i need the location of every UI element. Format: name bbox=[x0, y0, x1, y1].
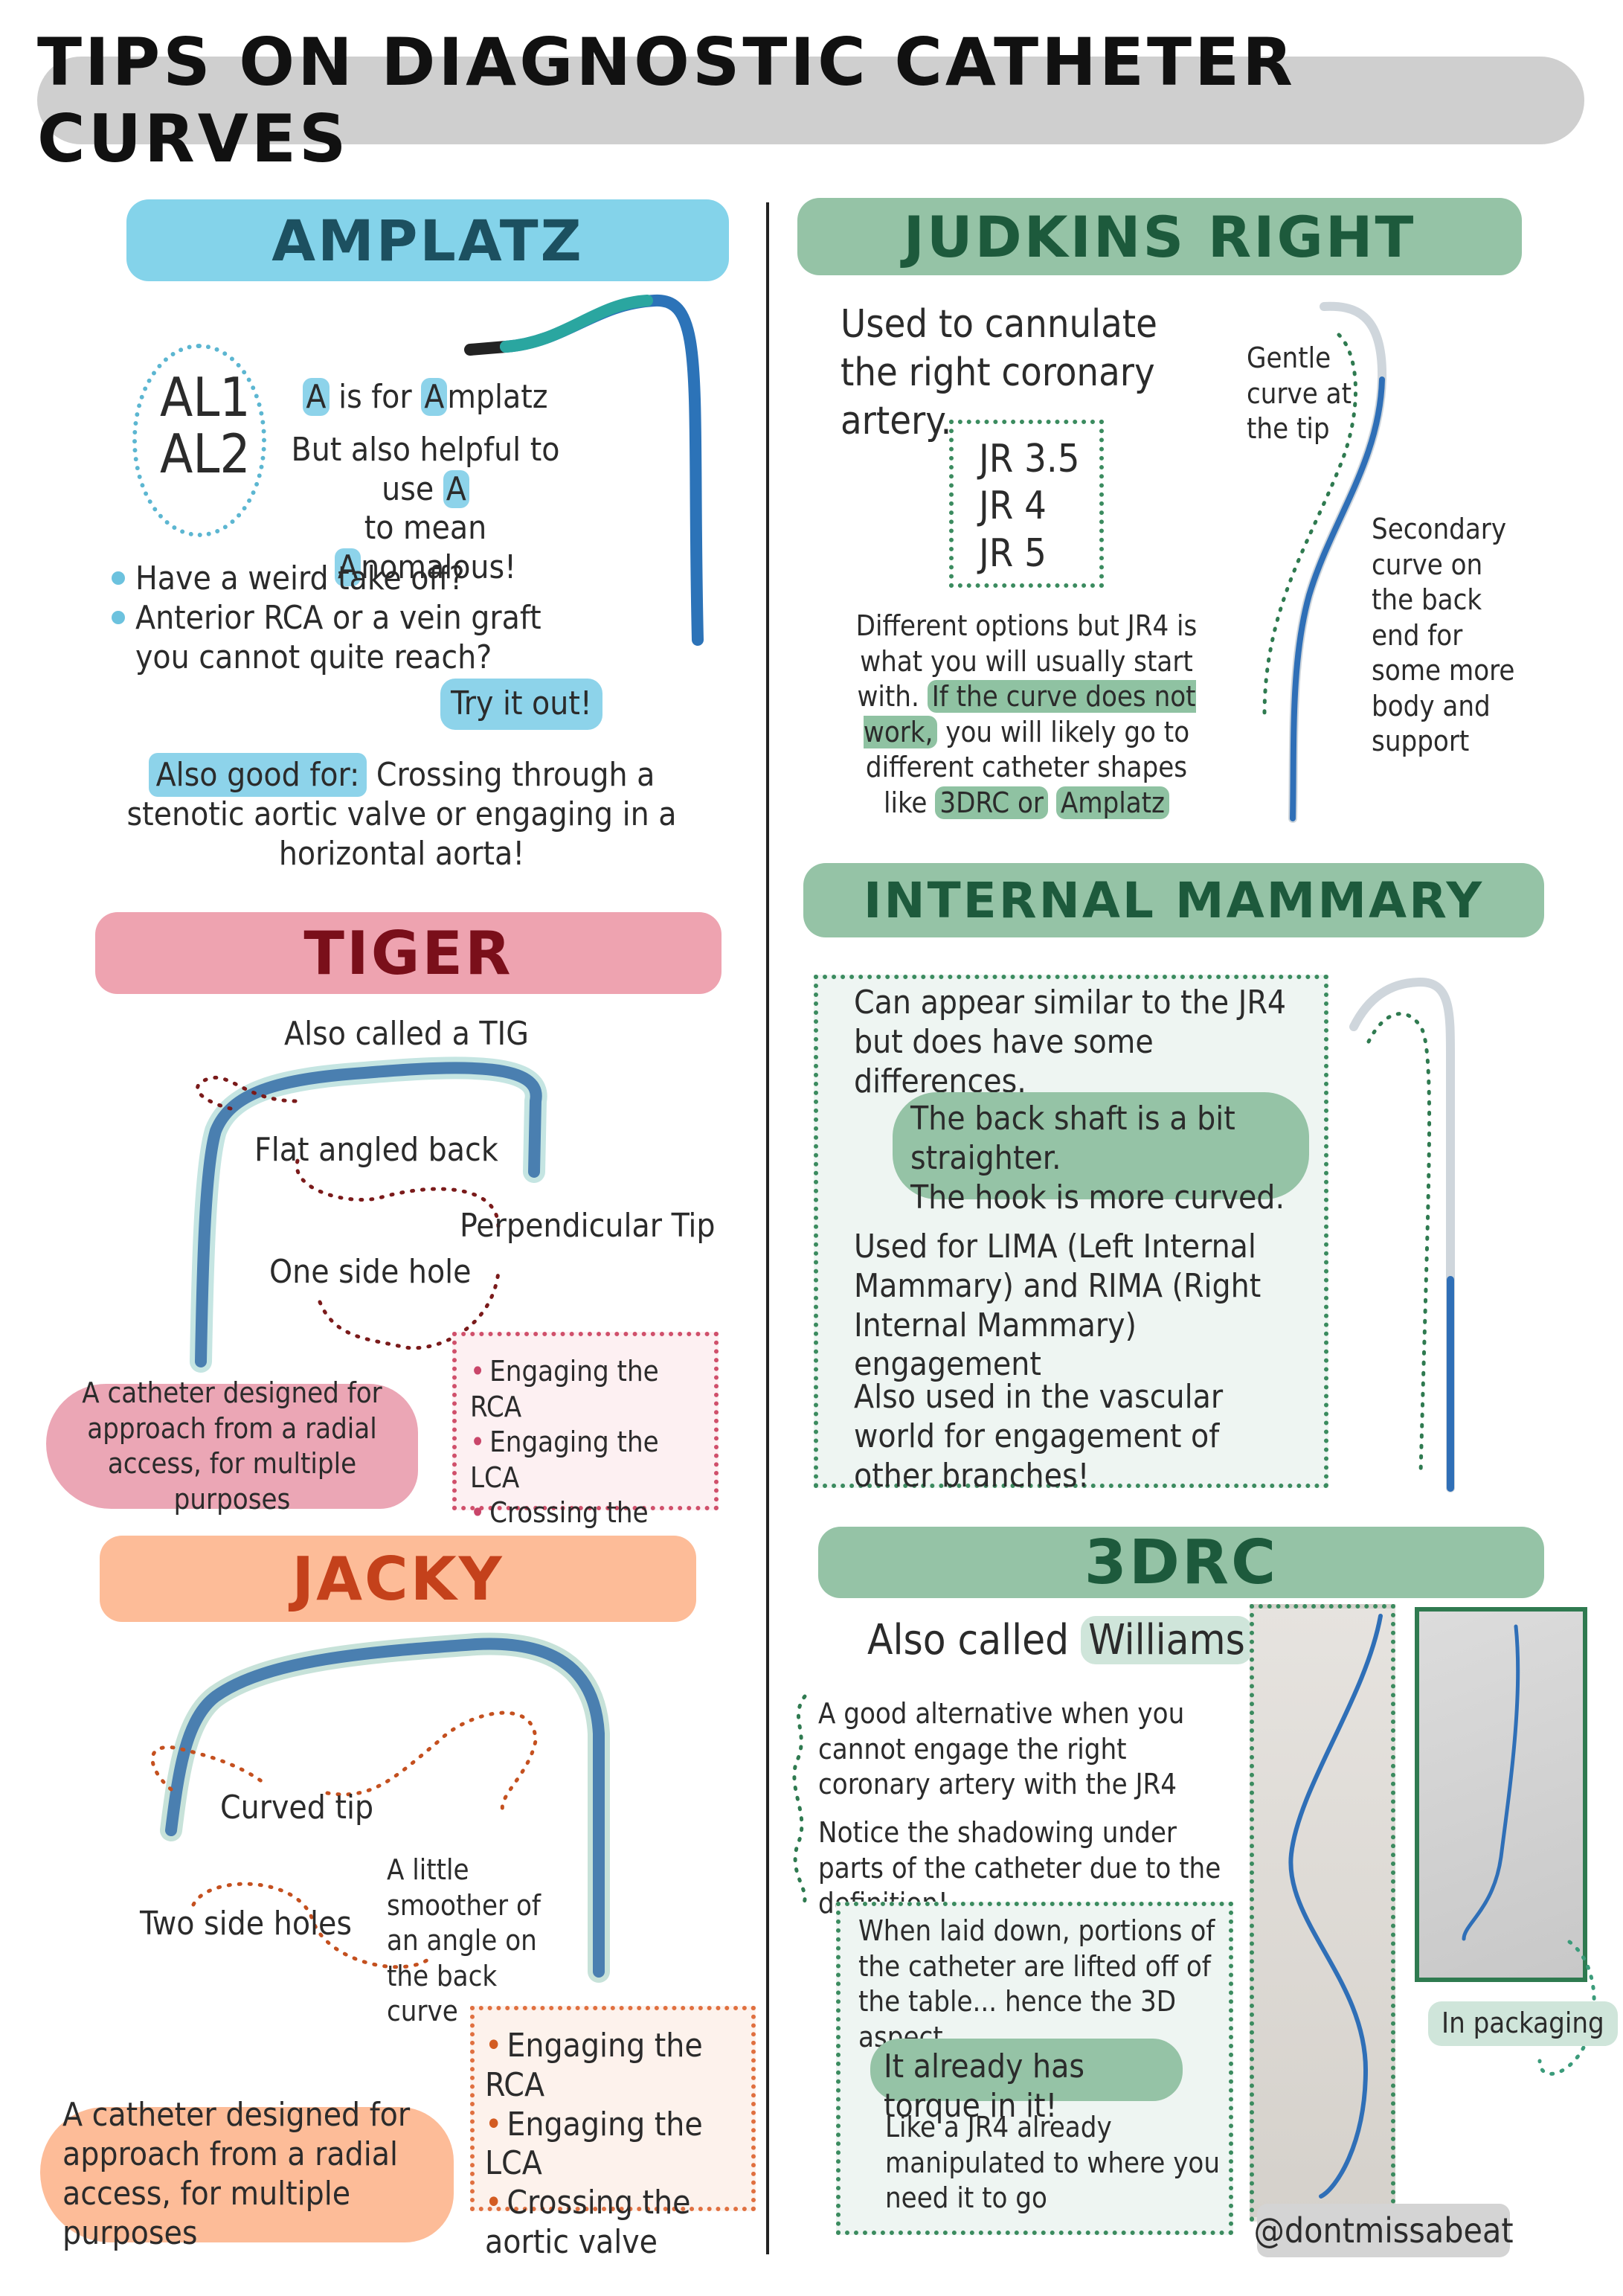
drc-packaging-catheter bbox=[1462, 1624, 1520, 1941]
tiger-label-flat-back: Flat angled back bbox=[254, 1131, 498, 1169]
tiger-label-perpendicular-tip: Perpendicular Tip bbox=[460, 1207, 716, 1245]
try-it-out-badge: Try it out! bbox=[440, 679, 602, 730]
jacky-uses-box: •Engaging the RCA •Engaging the LCA •Cro… bbox=[470, 2006, 756, 2261]
judkins-size-3-5: JR 3.5 bbox=[979, 437, 1080, 481]
drc-also-called: Also called Williams bbox=[867, 1616, 1253, 1664]
amplatz-bullet-2: Anterior RCA or a vein graft you cannot … bbox=[112, 599, 573, 678]
judkins-size-4: JR 4 bbox=[979, 484, 1047, 529]
mnemonic-line-1: A is for Amplatz bbox=[277, 378, 574, 417]
mammary-difference-2: The hook is more curved. bbox=[910, 1178, 1285, 1216]
drc-torque-pill: It already has torque in it! bbox=[870, 2039, 1183, 2125]
drc-packaging-label: In packaging bbox=[1428, 2001, 1618, 2046]
amplatz-header-text: AMPLATZ bbox=[271, 207, 584, 274]
judkins-label-gentle-curve: Gentle curve at the tip bbox=[1247, 341, 1352, 445]
judkins-options-text: Different options but JR4 is what you wi… bbox=[855, 609, 1198, 819]
judkins-sizes-box: JR 3.5 JR 4 JR 5 bbox=[949, 420, 1104, 588]
mnemonic-line-3: to mean Anomalous! bbox=[277, 509, 574, 588]
amplatz-size-al2: AL2 bbox=[160, 422, 251, 485]
judkins-size-5: JR 5 bbox=[979, 530, 1047, 576]
tiger-catheter-drawing bbox=[190, 1056, 547, 1373]
mammary-info-box bbox=[814, 975, 1328, 1488]
amplatz-sizes-oval bbox=[132, 344, 266, 537]
jacky-label-smoother-angle: A little smoother of an angle on the bac… bbox=[387, 1853, 541, 2027]
amplatz-mnemonic: A is for Amplatz But also helpful to use… bbox=[277, 378, 574, 588]
jacky-label-side-holes: Two side holes bbox=[140, 1905, 353, 1943]
jacky-catheter-drawing bbox=[150, 1632, 610, 1983]
drc-laid-photo bbox=[1250, 1604, 1395, 2222]
title-bar: TIPS ON DIAGNOSTIC CATHETER CURVES bbox=[37, 24, 1584, 177]
tiger-subtitle: Also called a TIG bbox=[284, 1015, 529, 1053]
mammary-difference-1: The back shaft is a bit straighter. bbox=[910, 1100, 1235, 1177]
drc-dotted-bracket bbox=[792, 1694, 807, 1907]
packaging-dotted-swirl bbox=[1537, 1940, 1596, 2076]
mammary-differences-pill: The back shaft is a bit straighter. The … bbox=[893, 1092, 1309, 1216]
tiger-header-text: TIGER bbox=[303, 918, 513, 988]
jacky-header: JACKY bbox=[100, 1536, 696, 1622]
amplatz-size-al1: AL1 bbox=[160, 366, 251, 429]
tiger-header: TIGER bbox=[95, 912, 721, 994]
mammary-catheter-drawing bbox=[1349, 977, 1455, 1492]
amplatz-sizes: AL1 AL2 bbox=[160, 366, 251, 485]
mammary-intro: Can appear similar to the JR4 but does h… bbox=[854, 984, 1287, 1100]
jacky-use-3: •Crossing the aortic valve bbox=[485, 2184, 691, 2261]
drc-header: 3DRC bbox=[818, 1527, 1544, 1598]
mammary-usage: Used for LIMA (Left Internal Mammary) an… bbox=[854, 1228, 1262, 1384]
judkins-intro: Used to cannulate the right coronary art… bbox=[841, 302, 1157, 443]
mammary-header: INTERNAL MAMMARY bbox=[803, 863, 1544, 937]
tiger-uses-box: •Engaging the RCA •Engaging the LCA •Cro… bbox=[452, 1332, 719, 1565]
mammary-vascular: Also used in the vascular world for enga… bbox=[854, 1378, 1224, 1495]
author-handle: @dontmissabeat bbox=[1253, 2204, 1514, 2257]
amplatz-header: AMPLATZ bbox=[126, 199, 729, 281]
drc-alternative: A good alternative when you cannot engag… bbox=[818, 1697, 1185, 1800]
drc-like-jr4: Like a JR4 already manipulated to where … bbox=[885, 2111, 1221, 2214]
drc-packaging-photo bbox=[1415, 1607, 1587, 1982]
page-title: TIPS ON DIAGNOSTIC CATHETER CURVES bbox=[37, 24, 1296, 177]
drc-laid-down: When laid down, portions of the catheter… bbox=[858, 1914, 1215, 2053]
judkins-label-secondary-curve: Secondary curve on the back end for some… bbox=[1372, 513, 1515, 757]
jacky-use-2: •Engaging the LCA bbox=[485, 2105, 703, 2183]
amplatz-also-good-for: Also good for: Crossing through a stenot… bbox=[119, 753, 684, 873]
drc-laid-catheter bbox=[1288, 1614, 1383, 2199]
judkins-catheter-drawing bbox=[1262, 301, 1387, 823]
amplatz-bullet-1: Have a weird take off? bbox=[112, 559, 573, 599]
mammary-header-text: INTERNAL MAMMARY bbox=[863, 871, 1485, 929]
tiger-description-blob: A catheter designed for approach from a … bbox=[46, 1376, 418, 1516]
column-divider bbox=[766, 202, 769, 2254]
judkins-header: JUDKINS RIGHT bbox=[797, 198, 1522, 275]
amplatz-bullets: Have a weird take off? Anterior RCA or a… bbox=[112, 559, 573, 677]
jacky-label-curved-tip: Curved tip bbox=[220, 1789, 374, 1827]
mnemonic-line-2: But also helpful to use A bbox=[291, 430, 560, 508]
tiger-use-2: •Engaging the LCA bbox=[470, 1426, 659, 1494]
judkins-header-text: JUDKINS RIGHT bbox=[903, 203, 1416, 270]
jacky-use-1: •Engaging the RCA bbox=[485, 2027, 703, 2104]
jacky-header-text: JACKY bbox=[292, 1544, 504, 1614]
tiger-label-side-hole: One side hole bbox=[269, 1253, 472, 1291]
jacky-description-blob: A catheter designed for approach from a … bbox=[40, 2096, 454, 2252]
drc-header-text: 3DRC bbox=[1084, 1527, 1279, 1598]
tiger-use-1: •Engaging the RCA bbox=[470, 1355, 659, 1423]
amplatz-catheter-drawing bbox=[464, 294, 704, 646]
